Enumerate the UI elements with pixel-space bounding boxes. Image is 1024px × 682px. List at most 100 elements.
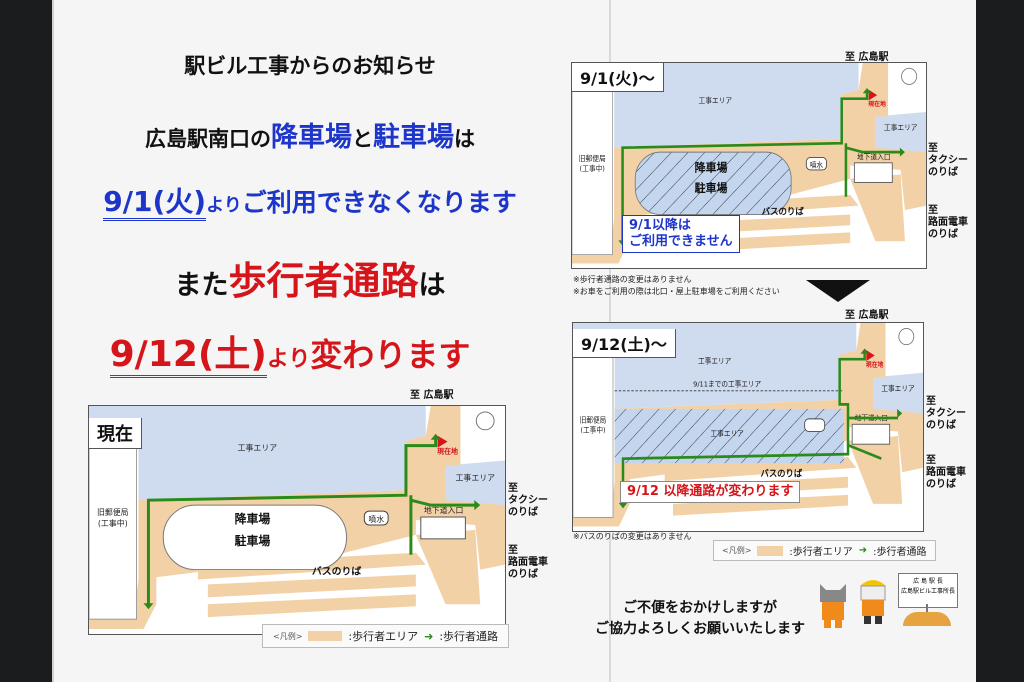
pedestrian-route bbox=[146, 437, 476, 605]
route-arrow-icon bbox=[474, 500, 481, 511]
legend: <凡例> :歩行者エリア ➜ :歩行者通路 bbox=[262, 624, 510, 648]
construction-area-label: 工事エリア bbox=[884, 123, 918, 132]
text: は bbox=[454, 127, 475, 151]
route-arrow-icon bbox=[862, 87, 872, 94]
construction-area bbox=[873, 372, 923, 418]
text: 広島駅ビル工事所長 bbox=[900, 588, 955, 595]
taxi-label: 至タクシーのりば bbox=[508, 483, 548, 519]
fountain bbox=[363, 510, 389, 526]
old-post-office-label: 旧郵便局 bbox=[97, 507, 129, 517]
bus-stop-label: バスのりば bbox=[762, 205, 804, 217]
text: タクシー bbox=[928, 155, 968, 166]
pedestrian-route bbox=[621, 91, 901, 242]
walkway-text: 歩行者通路 bbox=[228, 259, 419, 303]
legend-label: <凡例> bbox=[722, 546, 752, 555]
dropoff-text: 降車場 bbox=[271, 122, 352, 153]
text: のりば bbox=[926, 479, 956, 490]
fountain-label: 噴水 bbox=[810, 160, 824, 169]
legend: <凡例> :歩行者エリア ➜ :歩行者通路 bbox=[713, 540, 936, 561]
compass-icon bbox=[475, 411, 495, 431]
notice-title: 駅ビル工事からのお知らせ bbox=[60, 50, 560, 80]
text: のりば bbox=[508, 569, 538, 580]
streetcar-label: 至路面電車のりば bbox=[508, 545, 548, 581]
construction-area bbox=[875, 112, 926, 157]
text: より bbox=[206, 195, 242, 216]
bus-platform bbox=[207, 594, 416, 618]
route-arrow-icon bbox=[897, 408, 903, 418]
under-construction-label: (工事中) bbox=[98, 518, 128, 528]
legend-ped-area: :歩行者エリア bbox=[348, 630, 419, 643]
streetcar-label: 至路面電車のりば bbox=[926, 455, 966, 491]
taxi-label: 至タクシーのりば bbox=[926, 396, 966, 432]
to-station-label: 至 広島駅 bbox=[845, 310, 889, 321]
transition-arrow-icon bbox=[806, 280, 870, 302]
text: 路面電車 bbox=[926, 467, 966, 478]
date-sep12: 9/12(土) bbox=[109, 334, 267, 378]
text: タクシー bbox=[508, 495, 548, 506]
mascot-cat-helmet-icon bbox=[856, 576, 890, 626]
old-post-office-label: 旧郵便局 bbox=[579, 154, 606, 163]
current-location-marker-icon bbox=[437, 435, 448, 448]
taxi-label: 至タクシーのりば bbox=[928, 143, 968, 179]
date-sep1: 9/1(火) bbox=[103, 185, 207, 221]
construction-area-label: 工事エリア bbox=[711, 429, 744, 438]
fountain bbox=[804, 418, 826, 432]
fountain bbox=[805, 157, 827, 171]
legend-ped-path: :歩行者通路 bbox=[439, 630, 499, 643]
legend-ped-path: :歩行者通路 bbox=[873, 547, 927, 558]
underground-entrance-label: 地下道入口 bbox=[424, 505, 464, 515]
green-arrow-icon: ➜ bbox=[858, 545, 868, 556]
text: 至 bbox=[926, 455, 936, 466]
fountain-label: 噴水 bbox=[368, 514, 384, 524]
parking-text: 駐車場 bbox=[373, 122, 454, 153]
headline-line4: また歩行者通路は bbox=[60, 250, 560, 305]
text: ご利用できません bbox=[629, 234, 733, 249]
bus-stop-label: バスのりば bbox=[761, 467, 803, 479]
underground-entrance-label: 地下道入口 bbox=[857, 152, 891, 161]
compass-icon bbox=[898, 327, 915, 346]
old-post-office bbox=[572, 80, 613, 255]
old-post-office-label: 旧郵便局 bbox=[580, 415, 607, 424]
legend-label: <凡例> bbox=[273, 631, 303, 641]
current-location-label: 現在地 bbox=[437, 447, 458, 456]
under-construction-label: (工事中) bbox=[580, 164, 606, 173]
text: ご利用できなくなります bbox=[241, 188, 517, 217]
route-arrow-icon bbox=[860, 348, 869, 354]
old-post-office bbox=[573, 340, 614, 518]
under-construction-label: (工事中) bbox=[580, 425, 605, 434]
mascot-cat-icon bbox=[816, 580, 850, 630]
current-location-label: 現在地 bbox=[868, 100, 886, 108]
sign-base bbox=[903, 612, 951, 626]
parking-lot bbox=[162, 504, 348, 571]
map-title-current: 現在 bbox=[89, 418, 142, 449]
ped-area-swatch bbox=[757, 545, 784, 556]
text: 変わります bbox=[310, 336, 471, 374]
parking-label: 駐車場 bbox=[695, 181, 729, 195]
bus-stop-label: バスのりば bbox=[312, 565, 362, 578]
current-location-label: 現在地 bbox=[866, 360, 883, 368]
route-arrow-icon bbox=[143, 603, 154, 610]
headline-line5: 9/12(土)より変わります bbox=[40, 325, 540, 378]
underground-stairs-icon bbox=[853, 162, 893, 183]
streetcar-label: 至路面電車のりば bbox=[928, 205, 968, 241]
map-current: 旧郵便局(工事中)降車場駐車場工事エリア工事エリア噴水地下道入口バスのりば現在地 bbox=[88, 405, 506, 635]
sign-post bbox=[926, 604, 928, 618]
text: と bbox=[352, 127, 373, 151]
construction-area-label: 工事エリア bbox=[698, 356, 731, 365]
signboard: 広 島 駅 長 広島駅ビル工事所長 bbox=[898, 573, 958, 608]
text: また bbox=[174, 270, 229, 301]
construction-until-label: 9/11までの工事エリア bbox=[693, 379, 761, 388]
pedestrian-area bbox=[89, 500, 157, 630]
route-arrow-icon bbox=[430, 433, 441, 440]
text: のりば bbox=[928, 229, 958, 240]
pedestrian-area bbox=[415, 529, 481, 605]
to-station-label: 至 広島駅 bbox=[410, 390, 454, 401]
closing-line2: ご協力よろしくお願いいたします bbox=[595, 621, 805, 637]
text: タクシー bbox=[926, 408, 966, 419]
text: 広島駅南口の bbox=[145, 127, 271, 151]
construction-area-label: 工事エリア bbox=[698, 96, 732, 105]
ped-area-swatch bbox=[308, 631, 343, 641]
dropoff-label: 降車場 bbox=[695, 160, 729, 174]
parking-label: 駐車場 bbox=[235, 534, 271, 548]
construction-area-label: 工事エリア bbox=[238, 443, 278, 453]
